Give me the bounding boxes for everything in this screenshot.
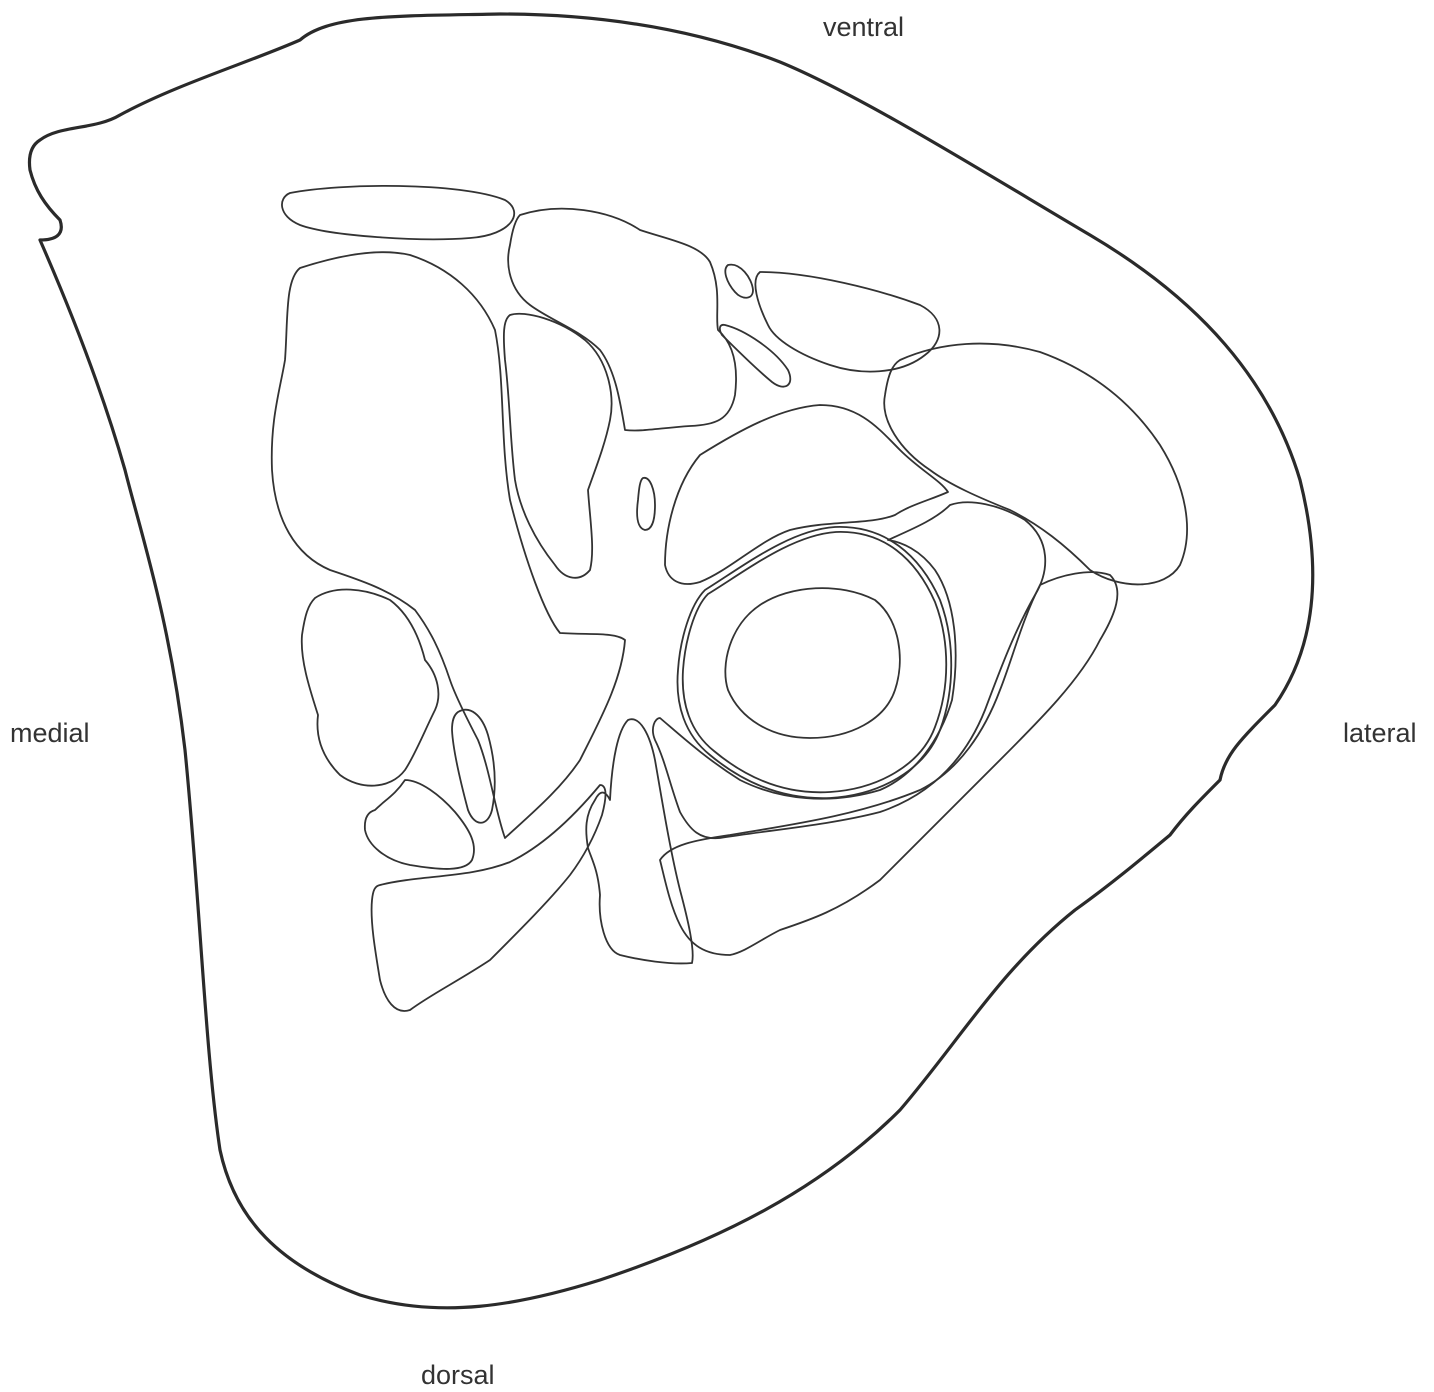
- structure-large-lateral: [884, 344, 1187, 585]
- label-ventral: ventral: [823, 14, 904, 41]
- label-dorsal: dorsal: [421, 1362, 495, 1389]
- structure-ventral-central: [508, 209, 736, 431]
- label-lateral: lateral: [1343, 720, 1417, 747]
- structure-joint-wrap: [653, 502, 1045, 838]
- structure-narrow-vertical: [586, 719, 692, 963]
- structure-dorsal-medial-upper: [302, 590, 439, 786]
- structure-lateral-lower: [660, 572, 1117, 955]
- structure-dorsal-medial-small: [452, 710, 495, 823]
- femoral-head-core: [725, 588, 899, 738]
- structure-small-elongated: [720, 325, 790, 387]
- label-medial: medial: [10, 720, 90, 747]
- femoral-head-outer: [677, 527, 951, 798]
- structure-upper-right-oval: [755, 272, 939, 372]
- structure-large-medial: [272, 252, 625, 838]
- outer-contour: [29, 14, 1312, 1308]
- structure-upper-oval: [282, 186, 514, 239]
- structure-tiny-oval: [725, 265, 753, 298]
- structure-dorsal-medial-lower: [365, 780, 474, 869]
- structure-narrow: [637, 478, 655, 530]
